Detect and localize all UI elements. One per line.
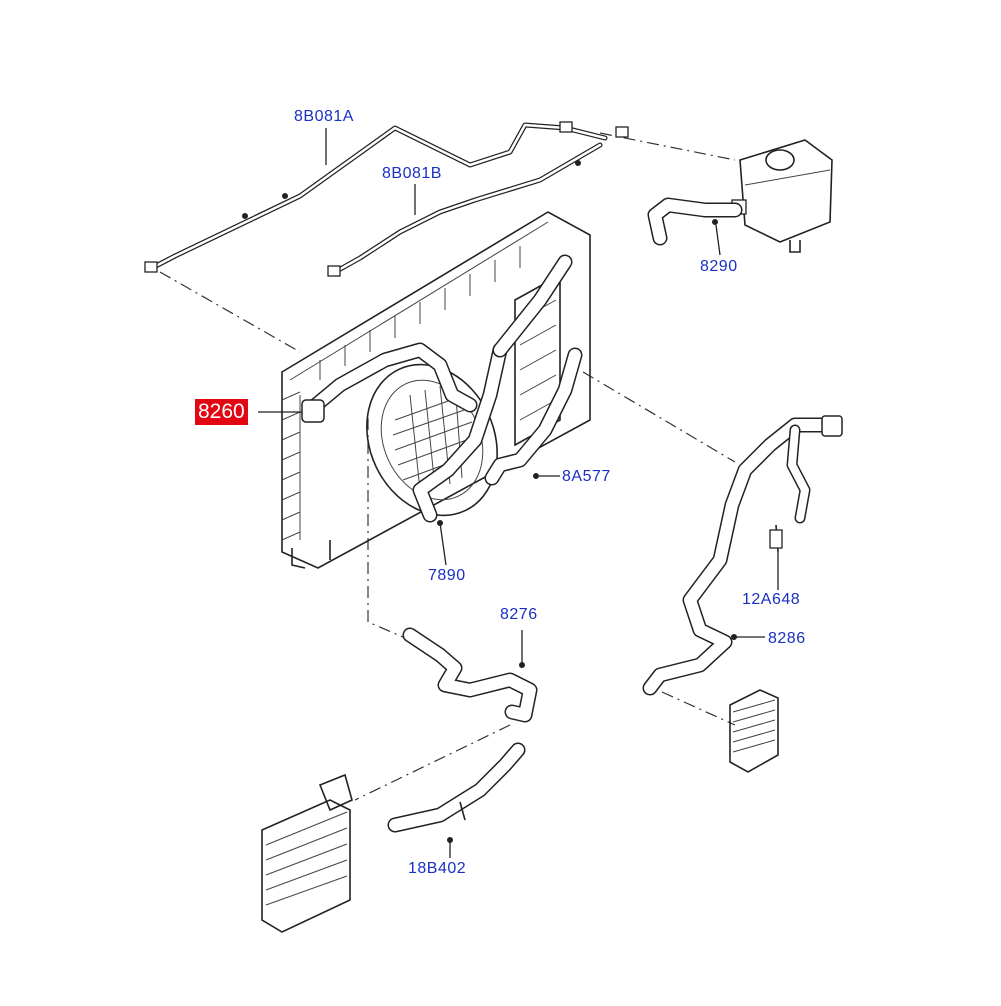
expansion-tank: [731, 139, 833, 253]
label-8260-highlighted: 8260: [195, 399, 248, 425]
pipe-18b402: [387, 742, 526, 843]
hose-8290: [647, 197, 743, 246]
leader-lines: [258, 128, 779, 858]
hose-8260: [301, 342, 478, 423]
label-8290: 8290: [700, 258, 738, 275]
label-8b081a: 8B081A: [294, 108, 354, 125]
oil-cooler: [729, 689, 779, 773]
vent-pipe-8b081b: [327, 142, 603, 277]
label-8a577: 8A577: [562, 468, 611, 485]
hose-8a577: [484, 347, 583, 486]
label-8286: 8286: [768, 630, 806, 647]
vent-pipe-8b081a: [144, 121, 629, 273]
hose-8276: [402, 627, 538, 723]
label-7890: 7890: [428, 567, 466, 584]
label-8b081b: 8B081B: [382, 165, 442, 182]
label-12a648: 12A648: [742, 591, 801, 608]
radiator-assembly: [281, 211, 591, 569]
hose-8286: [642, 415, 843, 696]
intercooler: [261, 773, 353, 933]
hose-7890: [412, 254, 573, 526]
label-18b402: 18B402: [408, 860, 467, 877]
connection-lines: [159, 132, 736, 801]
label-8276: 8276: [500, 606, 538, 623]
sensor-12a648: [769, 524, 783, 553]
